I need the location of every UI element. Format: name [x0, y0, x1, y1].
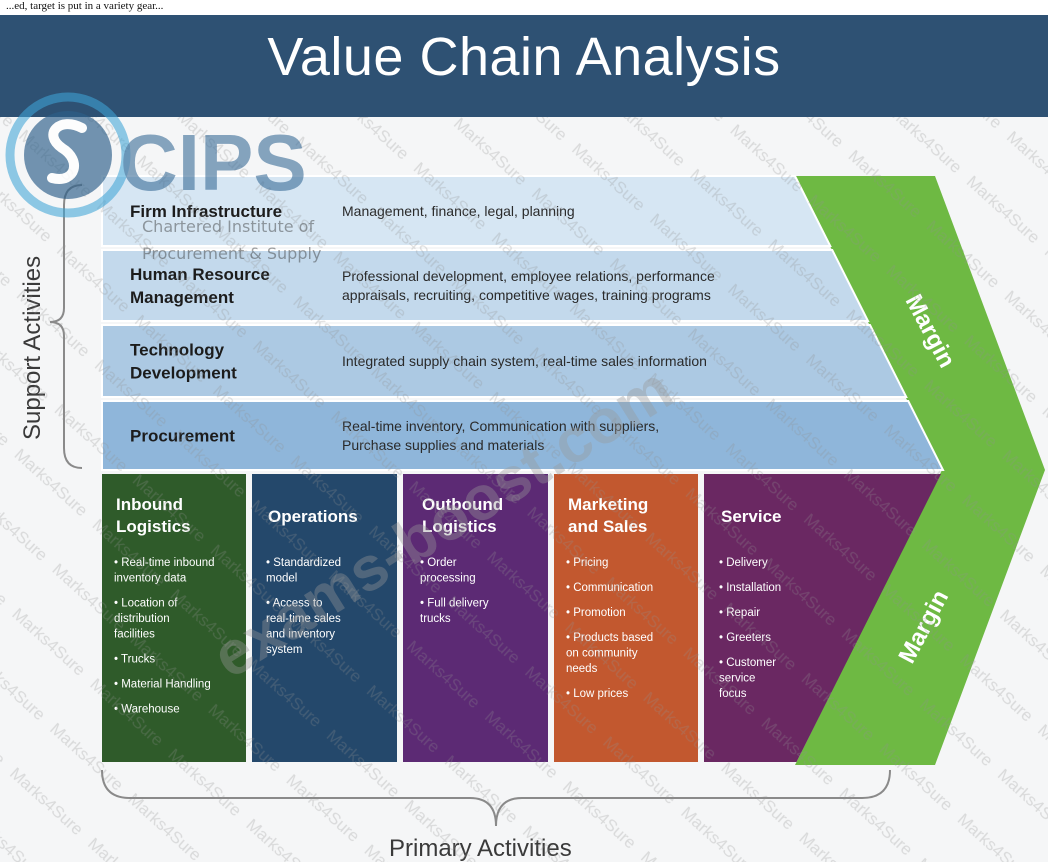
- cips-logo: CIPS Chartered Institute of Procurement …: [5, 92, 321, 263]
- page-title: Value Chain Analysis: [267, 27, 781, 87]
- logo-subtitle-line-2: Procurement & Supply: [142, 244, 321, 263]
- watermark-pattern: [0, 117, 1048, 862]
- title-banner: [0, 15, 1048, 117]
- logo-wordmark: CIPS: [120, 118, 307, 207]
- caption-strip: ...ed, target is put in a variety gear..…: [0, 0, 1048, 15]
- logo-s-mark: [47, 119, 87, 184]
- logo-ring: [5, 92, 131, 218]
- caption-text: ...ed, target is put in a variety gear..…: [6, 0, 164, 12]
- logo-subtitle-line-1: Chartered Institute of: [142, 217, 314, 236]
